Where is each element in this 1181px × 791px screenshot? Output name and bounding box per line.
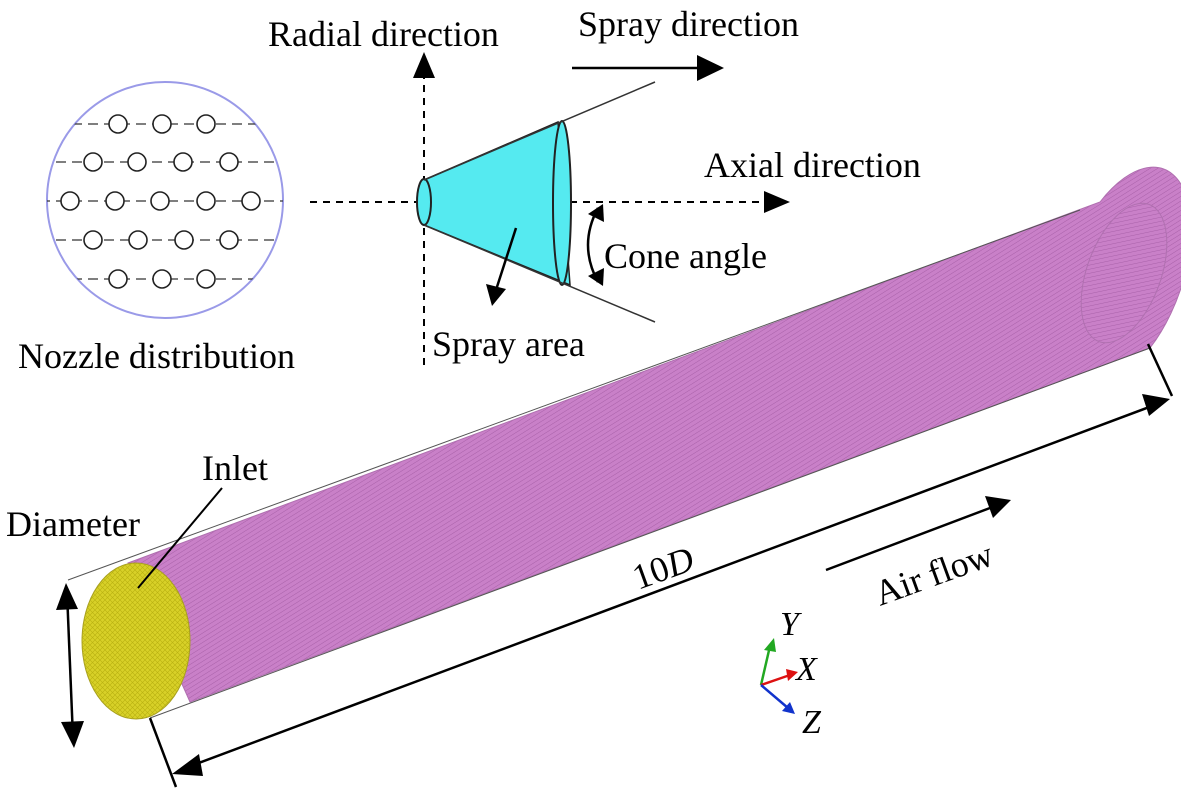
pipe-body [127,166,1181,703]
cone-upper-boundary [423,81,656,181]
pipe-top-silhouette [67,209,1081,581]
length-arrowhead-left [172,754,203,776]
axis-y-line [759,645,772,686]
air-flow-arrow-line [825,506,991,572]
radial-direction-label: Radial direction [268,14,499,54]
dimension-lines [56,343,1174,788]
inlet-label: Inlet [202,448,268,488]
spray-cone-schematic [310,52,790,365]
pipe-cylinder [67,166,1181,720]
length-extension-right [1146,343,1174,397]
radial-axis-arrowhead [413,52,435,78]
axis-z-head [782,702,795,714]
length-label: 10D [627,539,699,598]
diameter-arrowhead-top [56,583,78,610]
axis-z-label: Z [802,704,822,741]
nozzle-distribution-label: Nozzle distribution [18,336,295,376]
spray-area-pointer [494,227,518,291]
spray-area-pointer-head [486,284,506,306]
axis-y-head [764,638,776,652]
pipe-bottom-silhouette [149,347,1151,719]
axis-x-label: X [794,651,818,688]
diameter-label: Diameter [6,504,140,544]
inlet-leader-line [137,487,223,589]
cone-lower-boundary [423,224,656,323]
cone-angle-arrowhead-top [588,204,604,222]
pipe-outlet-end [1080,202,1168,344]
spray-direction-arrowhead [697,55,724,81]
length-arrowhead-right [1142,394,1170,416]
axial-direction-label: Axial direction [704,145,921,185]
axial-axis-arrowhead [764,191,790,213]
cone-angle-arrowhead-bottom [588,268,604,286]
diameter-dimension-line [65,591,75,739]
length-dimension-line [179,401,1161,772]
nozzle-distribution-panel [46,81,284,319]
coordinate-triad: Y X Z [759,606,822,741]
nozzle-grid [47,114,283,289]
axis-y-label: Y [780,606,802,643]
nozzle-holes [60,114,261,289]
cone-angle-arc [586,207,600,283]
axis-x-line [760,673,791,687]
air-flow-arrowhead [985,496,1011,518]
diameter-arrowhead-bottom [61,721,84,748]
spray-nozzle-tip [416,178,432,226]
inlet-face [81,562,191,720]
spray-area-label: Spray area [432,324,585,364]
spray-cone-base [552,120,572,286]
length-extension-left [148,717,178,788]
cone-angle-label: Cone angle [604,236,767,276]
spray-cone-fill [423,120,571,287]
axis-x-head [786,669,798,681]
spray-direction-label: Spray direction [578,4,799,44]
axis-z-line [760,684,789,709]
